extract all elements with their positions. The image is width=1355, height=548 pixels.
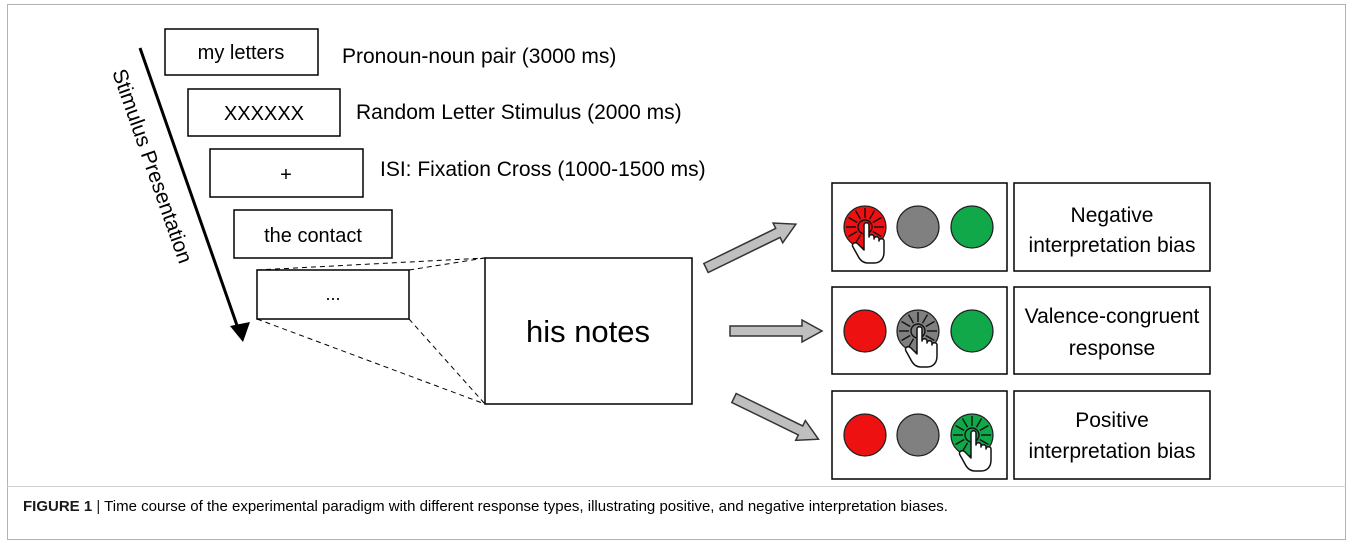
response-buttons-layer	[843, 205, 994, 472]
stimulus-desc-pronoun-noun: Pronoun-noun pair (3000 ms)	[342, 45, 616, 68]
stimulus-box-fixation-cross	[209, 148, 364, 198]
stimulus-box-ellipsis-text: ...	[325, 284, 340, 304]
zoomed-target-box	[484, 257, 693, 405]
gray-response-button	[896, 205, 940, 249]
stimulus-box-the-contact	[233, 209, 393, 259]
figure-label: FIGURE 1	[23, 498, 93, 515]
zoomed-target-text: his notes	[526, 314, 650, 349]
caption-divider	[7, 486, 1346, 487]
gray-response-button	[896, 413, 940, 457]
figure-caption-text: Time course of the experimental paradigm…	[104, 498, 948, 515]
green-response-button	[950, 309, 994, 353]
response-label-box-negative	[1013, 182, 1211, 272]
pointing-hand-icon	[851, 222, 885, 264]
timeline-arrow	[138, 47, 242, 335]
response-label-negative-line2: interpretation bias	[1029, 234, 1196, 257]
block-arrow-valence-congruent	[729, 318, 824, 344]
pointing-hand-icon	[958, 430, 992, 472]
green-response-button	[950, 205, 994, 249]
red-response-button	[843, 309, 887, 353]
stimulus-box-random-letters	[187, 88, 341, 137]
stimulus-box-the-contact-text: the contact	[264, 225, 362, 247]
response-label-box-positive	[1013, 390, 1211, 480]
response-label-positive-line2: interpretation bias	[1029, 440, 1196, 463]
figure-caption: FIGURE 1 | Time course of the experiment…	[23, 498, 1333, 515]
zoom-line-bottom-1	[256, 318, 486, 405]
stimulus-desc-random-letters: Random Letter Stimulus (2000 ms)	[356, 101, 682, 124]
block-arrow-negative	[702, 222, 798, 274]
figure-separator: |	[96, 498, 101, 515]
response-label-negative-line1: Negative	[1071, 204, 1154, 227]
stimulus-box-random-letters-text: XXXXXX	[224, 103, 304, 125]
stimulus-box-fixation-cross-text: +	[280, 164, 292, 186]
pointing-hand-icon	[904, 326, 938, 368]
zoom-line-top-1	[256, 257, 486, 271]
response-label-valence-congruent-line2: response	[1069, 337, 1155, 360]
response-label-positive-line1: Positive	[1075, 409, 1149, 432]
stimulus-desc-fixation-cross: ISI: Fixation Cross (1000-1500 ms)	[380, 158, 706, 181]
stimulus-box-pronoun-noun-text: my letters	[198, 42, 285, 64]
timeline-label: Stimulus Presentation	[107, 66, 196, 266]
stimulus-box-ellipsis	[256, 269, 410, 320]
block-arrow-positive	[730, 392, 820, 442]
stimulus-box-pronoun-noun	[164, 28, 319, 76]
response-label-box-valence-congruent	[1013, 286, 1211, 375]
red-response-button	[843, 413, 887, 457]
zoom-line-bottom-2	[408, 318, 486, 405]
zoom-line-top-2	[408, 257, 486, 271]
timeline-arrowhead	[230, 322, 250, 342]
response-label-valence-congruent-line1: Valence-congruent	[1025, 305, 1200, 328]
